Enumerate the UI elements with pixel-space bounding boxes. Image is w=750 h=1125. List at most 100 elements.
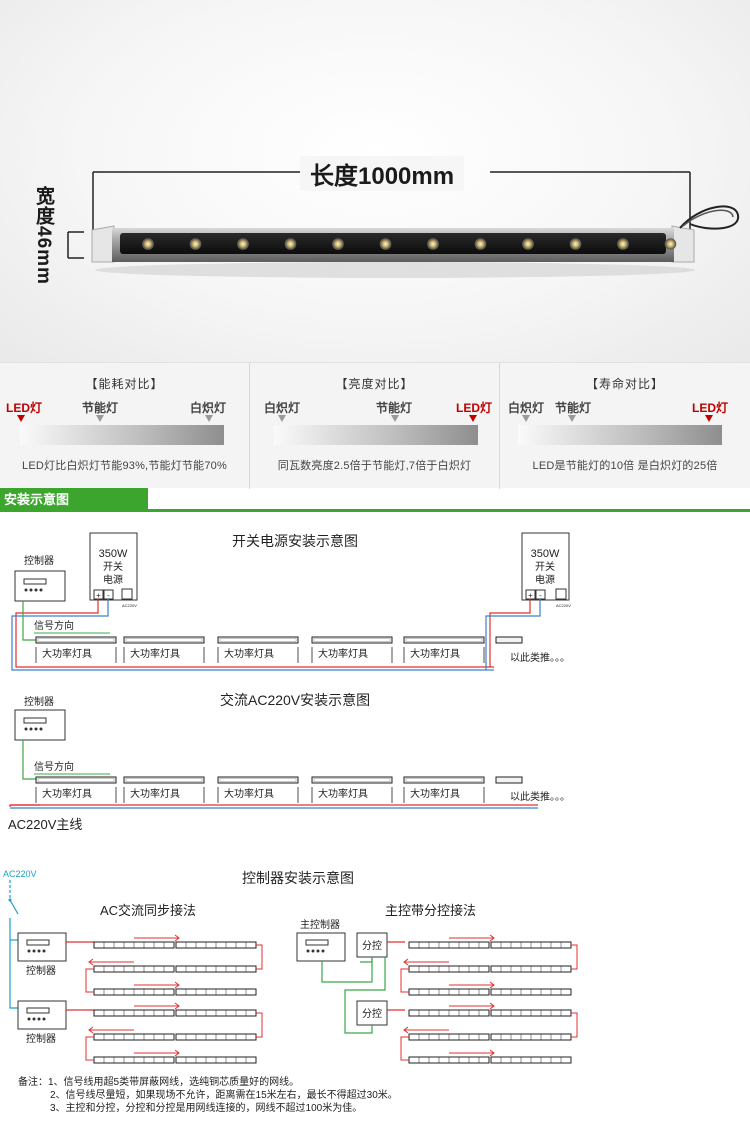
arrow-down-icon bbox=[568, 415, 576, 422]
strip-connector bbox=[400, 1036, 409, 1061]
diagram1-title: 开关电源安装示意图 bbox=[232, 533, 358, 549]
fixture-label: 大功率灯具 bbox=[318, 647, 368, 660]
svg-text:350W: 350W bbox=[531, 548, 560, 560]
strip-connector bbox=[85, 1036, 94, 1061]
fixture: 大功率灯具 bbox=[217, 636, 299, 663]
arrow-down-icon bbox=[705, 415, 713, 422]
section-divider bbox=[0, 509, 750, 512]
strip-connector bbox=[571, 1012, 578, 1038]
gradient-bar bbox=[518, 425, 722, 445]
fixture-label: 大功率灯具 bbox=[410, 647, 460, 660]
led-strip bbox=[408, 1056, 490, 1064]
diagram3-strips bbox=[85, 934, 578, 1064]
svg-text:信号方向: 信号方向 bbox=[34, 760, 74, 773]
led-strip bbox=[175, 941, 257, 949]
led-strip bbox=[93, 941, 175, 949]
led-dot bbox=[379, 238, 392, 250]
lifespan-comparison-panel: 【寿命对比】 白炽灯 节能灯 LED灯 LED是节能灯的10倍 是白炽灯的25倍 bbox=[500, 363, 750, 489]
fixture: 大功率灯具 bbox=[35, 776, 117, 803]
note-line-3: 3、主控和分控，分控和分控是用网线连接的，网线不超过100米为佳。 bbox=[50, 1101, 362, 1114]
led-strip bbox=[93, 1009, 175, 1017]
gradient-bar bbox=[20, 425, 224, 445]
led-dot bbox=[237, 238, 249, 250]
sub-controller-2: 分控 bbox=[356, 1000, 388, 1026]
controller-device bbox=[17, 932, 67, 962]
label-incandescent: 白炽灯 bbox=[264, 401, 301, 415]
fixture-label: 大功率灯具 bbox=[130, 787, 180, 800]
diagram3-title: 控制器安装示意图 bbox=[242, 870, 354, 886]
label-led: LED灯 bbox=[692, 401, 729, 415]
controller-label: 控制器 bbox=[24, 554, 54, 567]
diagram2-fixtures: 大功率灯具大功率灯具大功率灯具大功率灯具大功率灯具 bbox=[35, 776, 523, 803]
led-strip bbox=[490, 988, 572, 996]
fixture-label: 大功率灯具 bbox=[42, 647, 92, 660]
svg-text:AC220V: AC220V bbox=[122, 603, 137, 608]
led-strip bbox=[175, 1056, 257, 1064]
led-strip bbox=[408, 1033, 490, 1041]
sub-controller-1: 分控 bbox=[356, 932, 388, 958]
arrow-down-icon bbox=[391, 415, 399, 422]
power-supply-right: 350W 开关 电源 + - AC220V bbox=[521, 532, 571, 608]
led-strip bbox=[490, 1009, 572, 1017]
strip-connector bbox=[571, 944, 578, 970]
panel-title: 【亮度对比】 bbox=[335, 377, 414, 391]
svg-text:-: - bbox=[107, 591, 110, 600]
controller-device bbox=[14, 709, 66, 741]
arrow-down-icon bbox=[469, 415, 477, 422]
fixture: 大功率灯具 bbox=[311, 776, 393, 803]
strip-connector bbox=[400, 968, 409, 993]
svg-text:+: + bbox=[96, 591, 101, 600]
svg-text:电源: 电源 bbox=[103, 573, 123, 586]
led-strip bbox=[93, 1033, 175, 1041]
led-dot bbox=[427, 238, 439, 250]
fixture-label: 大功率灯具 bbox=[42, 787, 92, 800]
svg-text:分控: 分控 bbox=[362, 1007, 382, 1020]
led-strip bbox=[175, 1009, 257, 1017]
led-strip bbox=[93, 965, 175, 973]
label-cfl: 节能灯 bbox=[82, 401, 119, 415]
fixture: 大功率灯具 bbox=[403, 636, 485, 663]
product-hero: 长度1000mm 宽度46mm bbox=[0, 0, 750, 362]
brightness-comparison-panel: 【亮度对比】 白炽灯 节能灯 LED灯 同瓦数亮度2.5倍于节能灯,7倍于白炽灯 bbox=[250, 363, 500, 489]
led-dot bbox=[664, 238, 677, 250]
led-strip bbox=[93, 1056, 175, 1064]
fixture: 大功率灯具 bbox=[123, 636, 205, 663]
power-supply-left: 350W 开关 电源 + - AC220V bbox=[89, 532, 138, 608]
panel-title: 【寿命对比】 bbox=[585, 377, 664, 391]
fixture-partial bbox=[495, 636, 523, 644]
install-diagrams: 开关电源安装示意图 控制器 350W 开关 电源 + - AC220V 350W… bbox=[3, 532, 578, 1114]
led-strip bbox=[175, 965, 257, 973]
svg-text:开关: 开关 bbox=[103, 560, 123, 573]
led-dot bbox=[189, 238, 202, 250]
label-led: LED灯 bbox=[456, 401, 493, 415]
fixture-label: 大功率灯具 bbox=[130, 647, 180, 660]
svg-text:AC220V: AC220V bbox=[556, 603, 571, 608]
led-strip bbox=[175, 1033, 257, 1041]
led-dot bbox=[332, 238, 344, 250]
led-dots bbox=[142, 238, 677, 250]
label-led: LED灯 bbox=[6, 401, 43, 415]
panel-note: 同瓦数亮度2.5倍于节能灯,7倍于白炽灯 bbox=[277, 460, 472, 472]
led-strip bbox=[175, 988, 257, 996]
panel-note: LED灯比白炽灯节能93%,节能灯节能70% bbox=[22, 460, 227, 472]
led-dot bbox=[142, 238, 154, 250]
strip-connector bbox=[256, 1012, 263, 1038]
master-controller-device bbox=[296, 932, 346, 962]
label-incandescent: 白炽灯 bbox=[508, 401, 545, 415]
label-incandescent: 白炽灯 bbox=[190, 401, 227, 415]
ac-mainline-label: AC220V主线 bbox=[8, 817, 82, 832]
led-dot bbox=[569, 238, 582, 250]
fixture: 大功率灯具 bbox=[123, 776, 205, 803]
svg-text:开关: 开关 bbox=[535, 560, 555, 573]
width-label: 宽度46mm bbox=[33, 186, 54, 285]
arrow-down-icon bbox=[17, 415, 25, 422]
comparison-strip: 【能耗对比】 LED灯 节能灯 白炽灯 LED灯比白炽灯节能93%,节能灯节能7… bbox=[0, 362, 750, 489]
length-label: 长度1000mm bbox=[300, 156, 465, 191]
svg-text:350W: 350W bbox=[99, 548, 128, 560]
fixture-label: 大功率灯具 bbox=[224, 787, 274, 800]
led-strip bbox=[408, 941, 490, 949]
etc-label: 以此类推。。。 bbox=[510, 790, 570, 803]
arrow-down-icon bbox=[96, 415, 104, 422]
arrow-down-icon bbox=[205, 415, 213, 422]
note-line-2: 2、信号线尽量短，如果现场不允许，距离需在15米左右，最长不得超过30米。 bbox=[50, 1088, 398, 1101]
